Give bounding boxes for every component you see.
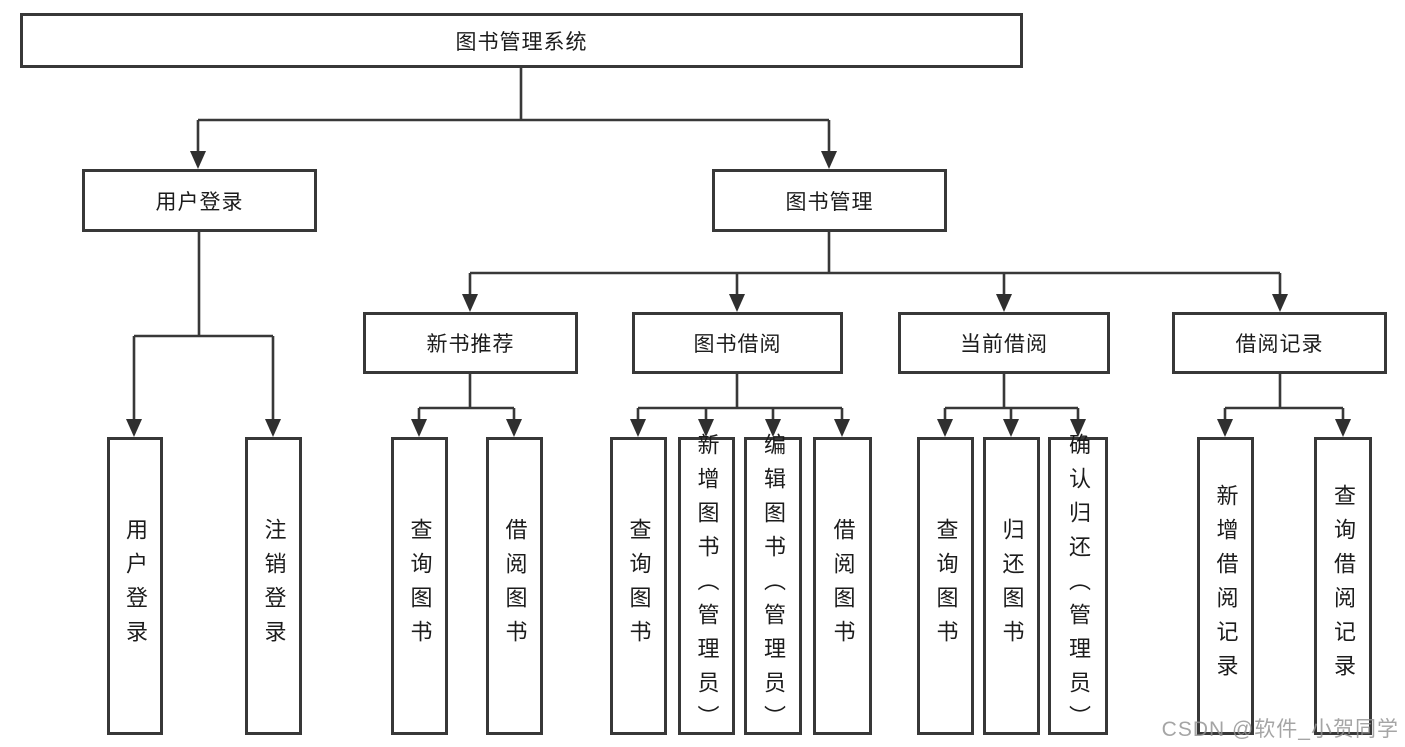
leaf-borrowing-query-books-label: 查询图书 [626,518,652,654]
leaf-current-query-books-label: 查询图书 [933,518,959,654]
leaf-add-books-admin: 新增图书（管理员） [678,433,735,739]
node-book-borrowing-label: 图书借阅 [693,333,782,356]
node-book-management: 图书管理 [712,169,947,232]
node-new-book-recommend: 新书推荐 [363,312,578,374]
leaf-return-books-label: 归还图书 [999,518,1025,654]
leaf-add-books-admin-label: 新增图书（管理员） [694,433,720,739]
leaf-query-borrow-record: 查询借阅记录 [1314,437,1372,735]
leaf-query-borrow-record-label: 查询借阅记录 [1331,484,1356,688]
leaf-add-borrow-record-label: 新增借阅记录 [1213,484,1239,688]
leaf-borrowing-borrow-books-label: 借阅图书 [830,518,856,654]
node-root-system: 图书管理系统 [20,13,1023,68]
leaf-add-borrow-record: 新增借阅记录 [1197,437,1254,735]
leaf-logout: 注销登录 [245,437,302,735]
leaf-edit-books-admin-label: 编辑图书（管理员） [761,433,786,739]
node-borrow-records-label: 借阅记录 [1235,333,1324,356]
node-book-borrowing: 图书借阅 [632,312,843,374]
leaf-recommend-borrow-books: 借阅图书 [486,437,543,735]
leaf-borrowing-query-books: 查询图书 [610,437,667,735]
leaf-borrowing-borrow-books: 借阅图书 [813,437,872,735]
node-current-borrowing: 当前借阅 [898,312,1110,374]
csdn-watermark: CSDN @软件_小贺同学 [1161,718,1399,741]
leaf-recommend-query-books-label: 查询图书 [407,518,433,654]
leaf-edit-books-admin: 编辑图书（管理员） [744,433,802,739]
leaf-return-books: 归还图书 [983,437,1040,735]
leaf-recommend-query-books: 查询图书 [391,437,448,735]
node-book-management-label: 图书管理 [785,190,874,214]
node-borrow-records: 借阅记录 [1172,312,1387,374]
node-current-borrowing-label: 当前借阅 [960,333,1048,356]
leaf-logout-label: 注销登录 [261,518,287,654]
leaf-user-login-label: 用户登录 [123,518,148,654]
node-user-login-label: 用户登录 [155,190,244,214]
node-user-login: 用户登录 [82,169,317,232]
leaf-confirm-return-admin-label: 确认归还（管理员） [1066,433,1091,739]
leaf-recommend-borrow-books-label: 借阅图书 [502,518,528,654]
leaf-confirm-return-admin: 确认归还（管理员） [1048,433,1108,739]
node-root-label: 图书管理系统 [455,30,588,54]
leaf-user-login: 用户登录 [107,437,163,735]
leaf-current-query-books: 查询图书 [917,437,974,735]
node-new-book-recommend-label: 新书推荐 [426,333,515,356]
